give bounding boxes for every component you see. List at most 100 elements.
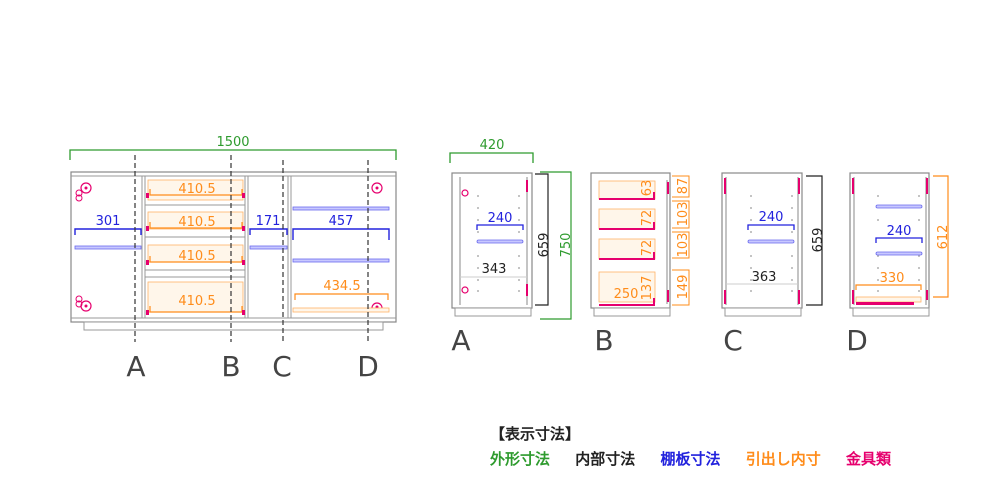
- legend: 【表示寸法】 外形寸法 内部寸法 棚板寸法 引出し内寸 金具類: [490, 423, 911, 469]
- section-lines: [134, 155, 369, 342]
- drawer-height-label: 149: [676, 275, 691, 300]
- right-shelf-board: [292, 258, 390, 263]
- section-label-b: B: [594, 324, 613, 357]
- drawer-depth-label: 330: [880, 271, 905, 286]
- plinth: [454, 307, 532, 317]
- right-shelf-dimension: [292, 228, 390, 240]
- section-marker-b: B: [221, 350, 240, 383]
- right-drawer-dimension: [294, 293, 389, 300]
- right-drawer-label: 434.5: [323, 279, 360, 294]
- depth-label: 420: [480, 138, 505, 153]
- drawer-dimension: [149, 189, 243, 196]
- shelf-dimension: [747, 224, 795, 230]
- drawer-width-label: 410.5: [178, 249, 215, 264]
- inner-height-label: 612: [936, 225, 951, 250]
- right-shelf-label: 457: [329, 214, 354, 229]
- drawer-height-dimensions: [672, 175, 690, 306]
- drawer-inner-height-label: 72: [640, 240, 655, 257]
- section-label-d: D: [846, 324, 868, 357]
- section-b-view: 63 72 72 137 87 103 103 149 250 B: [590, 172, 691, 357]
- shelf-dimension: [875, 237, 923, 243]
- inner-height-label: 659: [811, 228, 826, 253]
- drawer-box: [855, 296, 922, 303]
- hinge-icon: [75, 182, 92, 202]
- legend-outer-dimensions: 外形寸法: [490, 450, 551, 468]
- mid-shelf-board: [249, 245, 288, 250]
- mid-shelf-dimension: [249, 228, 288, 235]
- left-shelf-dimension: [74, 228, 142, 235]
- shelf-board: [476, 239, 524, 244]
- section-marker-d: D: [357, 350, 379, 383]
- section-label-c: C: [723, 324, 743, 357]
- section-label-a: A: [451, 324, 470, 357]
- right-shelf-board: [292, 206, 390, 211]
- depth-dimension: [449, 152, 534, 163]
- section-a-view: 420 240 343 659 750 A: [449, 138, 574, 357]
- legend-items: 外形寸法 内部寸法 棚板寸法 引出し内寸 金具類: [490, 448, 911, 469]
- inner-height-dimension: [933, 175, 949, 298]
- drawer-width-label: 410.5: [178, 182, 215, 197]
- outer-height-dimension: [540, 171, 572, 320]
- outer-height-label: 750: [559, 233, 574, 258]
- plinth: [593, 307, 671, 317]
- drawer-dimension: [149, 306, 243, 313]
- hinge-icon: [461, 189, 469, 197]
- drawer-rail-markers: [146, 193, 245, 315]
- shelf-label: 240: [759, 210, 784, 225]
- drawer-width-label: 410.5: [178, 294, 215, 309]
- overall-width-label: 1500: [216, 135, 249, 150]
- inner-height-dimension: [806, 175, 823, 306]
- inner-height-label: 659: [537, 233, 552, 258]
- left-shelf-label: 301: [96, 214, 121, 229]
- drawer-column: 410.5 410.5 410.5 410.5: [145, 179, 245, 315]
- hinge-icon: [371, 182, 383, 194]
- drawer-box: [147, 211, 244, 230]
- shelf-label: 240: [887, 224, 912, 239]
- drawer-depth-label: 250: [614, 287, 639, 302]
- drawer-box: [147, 281, 244, 313]
- drawer-inner-height-label: 63: [640, 180, 655, 197]
- inner-depth-label: 343: [482, 262, 507, 277]
- shelf-pin-holes: [750, 195, 793, 292]
- shelf-board: [747, 239, 795, 244]
- front-view: 1500: [69, 135, 397, 383]
- cabinet-plinth: [83, 321, 384, 331]
- drawer-dimension: [855, 284, 922, 290]
- section-d-view: 240 330 612 D: [846, 172, 951, 357]
- drawer-rail: [856, 302, 914, 305]
- shelf-pin-holes: [477, 195, 520, 292]
- drawer-inner-height-label: 72: [640, 210, 655, 227]
- shelf-board: [875, 204, 923, 209]
- legend-hardware: 金具類: [846, 450, 892, 468]
- legend-shelf-dimensions: 棚板寸法: [660, 450, 721, 468]
- legend-drawer-dimensions: 引出し内寸: [745, 450, 821, 468]
- hinge-icon: [75, 295, 92, 312]
- section-c-view: 240 363 659 C: [721, 172, 826, 357]
- inner-depth-label: 363: [752, 270, 777, 285]
- inner-height-dimension: [535, 173, 549, 306]
- drawer-width-label: 410.5: [178, 215, 215, 230]
- right-drawer-box: [292, 307, 390, 313]
- drawer-stack: [598, 180, 669, 306]
- legend-title: 【表示寸法】: [490, 425, 581, 443]
- shelf-dimension: [476, 224, 524, 230]
- plinth: [852, 307, 930, 317]
- section-marker-c: C: [272, 350, 292, 383]
- hinge-icon: [461, 286, 469, 294]
- drawer-height-label: 87: [676, 178, 691, 195]
- drawer-dimension: [149, 222, 243, 229]
- drawer-dimension: [149, 256, 243, 263]
- shelf-board: [875, 251, 923, 256]
- drawer-height-label: 103: [676, 202, 691, 227]
- shelf-pin-holes: [877, 195, 920, 292]
- legend-inner-dimensions: 内部寸法: [575, 450, 636, 468]
- drawer-height-label: 103: [676, 233, 691, 258]
- cabinet-side: [849, 172, 930, 309]
- drawer-inner-height-label: 137: [640, 276, 655, 301]
- shelf-label: 240: [488, 211, 513, 226]
- overall-width-dimension: [69, 149, 397, 160]
- plinth: [724, 307, 802, 317]
- section-marker-a: A: [126, 350, 145, 383]
- mid-shelf-label: 171: [256, 214, 281, 229]
